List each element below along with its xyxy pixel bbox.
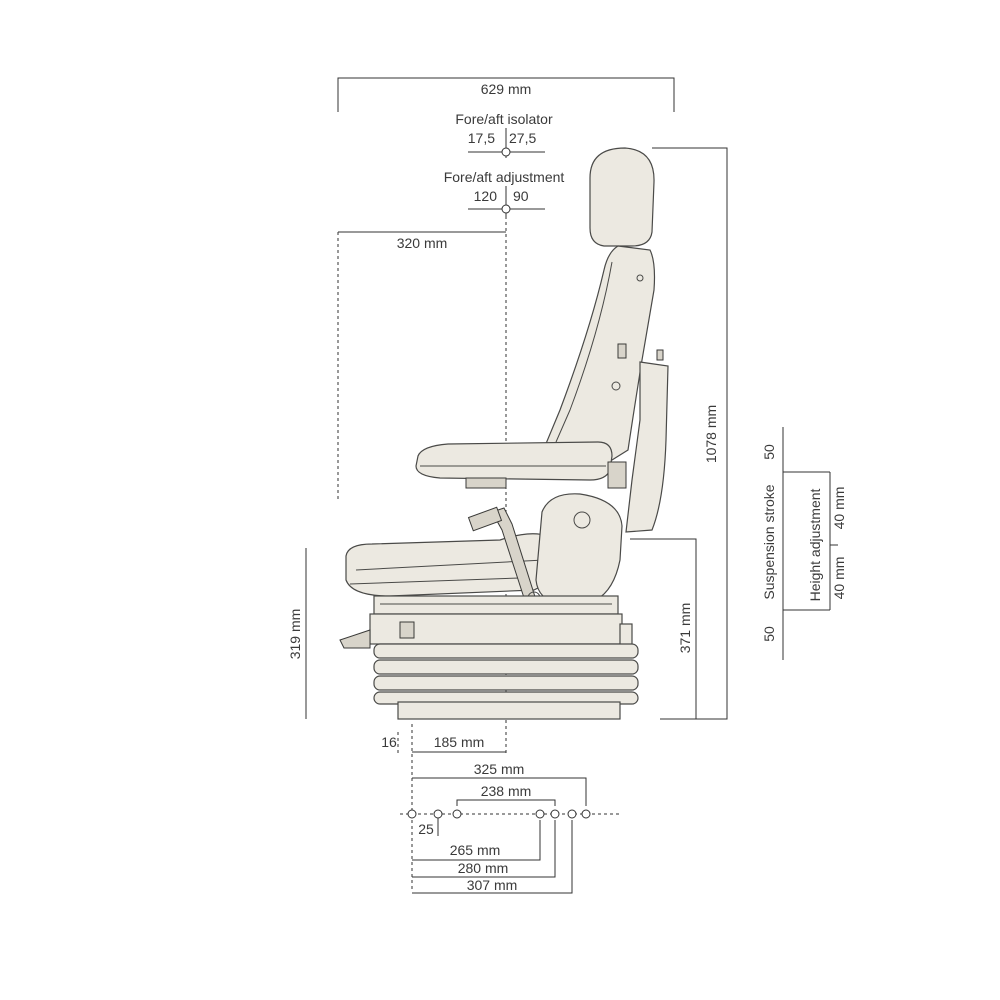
suspension-stroke-label: Suspension stroke bbox=[761, 484, 777, 599]
suspension-height-dimension: 371 mm bbox=[630, 538, 697, 719]
fore-aft-isolator-title: Fore/aft isolator bbox=[455, 111, 553, 127]
adjustment-left-value: 120 bbox=[474, 188, 498, 204]
backrest-rail bbox=[625, 361, 669, 533]
armrest bbox=[415, 441, 613, 481]
overall-height-label: 1078 mm bbox=[703, 405, 719, 463]
headrest bbox=[589, 147, 655, 247]
base-height-label: 319 mm bbox=[287, 609, 303, 660]
mounting-hole bbox=[452, 809, 462, 819]
mount-238-label: 238 mm bbox=[481, 783, 532, 799]
backrest bbox=[544, 245, 656, 461]
seat-illustration bbox=[339, 147, 669, 720]
offset-16-label: 16 bbox=[381, 734, 397, 750]
height-adjustment-upper-value: 40 mm bbox=[831, 487, 847, 530]
pivot-housing bbox=[535, 493, 623, 605]
slide-rail bbox=[373, 595, 619, 615]
mount-307-label: 307 mm bbox=[467, 877, 518, 893]
distance-185-label: 185 mm bbox=[434, 734, 485, 750]
adjustment-right-value: 90 bbox=[513, 188, 529, 204]
fore-aft-adjustment-title: Fore/aft adjustment bbox=[444, 169, 565, 185]
mount-265-label: 265 mm bbox=[450, 842, 501, 858]
isolator-center-marker bbox=[501, 147, 511, 157]
suspension-height-label: 371 mm bbox=[677, 603, 693, 654]
mounting-hole-pattern: 325 mm 238 mm 25 265 mm 280 mm 307 mm bbox=[400, 761, 620, 894]
mount-280-label: 280 mm bbox=[458, 860, 509, 876]
height-adjustment-label: Height adjustment bbox=[807, 488, 823, 601]
mounting-hole bbox=[550, 809, 560, 819]
mounting-hole bbox=[567, 809, 577, 819]
overall-depth-label: 629 mm bbox=[481, 81, 532, 97]
mount-25-label: 25 bbox=[418, 821, 434, 837]
adjustment-center-marker bbox=[501, 204, 511, 214]
bottom-offset-dimensions: 16 185 mm bbox=[381, 724, 506, 890]
mounting-hole bbox=[581, 809, 591, 819]
seat-base bbox=[397, 701, 621, 720]
stroke-upper-value: 50 bbox=[761, 444, 777, 460]
mounting-hole bbox=[535, 809, 545, 819]
mounting-hole bbox=[407, 809, 417, 819]
fore-aft-adjustment: Fore/aft adjustment 120 90 bbox=[444, 169, 565, 216]
overall-depth-dimension: 629 mm bbox=[337, 77, 675, 112]
mounting-hole bbox=[433, 809, 443, 819]
fore-aft-isolator: Fore/aft isolator 17,5 27,5 bbox=[455, 111, 553, 158]
stroke-adjustment-block: 50 Suspension stroke 50 Height adjustmen… bbox=[761, 427, 847, 660]
stroke-lower-value: 50 bbox=[761, 626, 777, 642]
suspension-bellows bbox=[373, 643, 639, 705]
mount-325-label: 325 mm bbox=[474, 761, 525, 777]
isolator-left-value: 17,5 bbox=[468, 130, 495, 146]
overall-height-dimension: 1078 mm bbox=[652, 147, 728, 720]
seat-reference-label: 320 mm bbox=[397, 235, 448, 251]
seat-reference-dimension: 320 mm bbox=[337, 216, 507, 755]
isolator-right-value: 27,5 bbox=[509, 130, 536, 146]
base-height-dimension: 319 mm bbox=[287, 548, 307, 719]
height-adjustment-lower-value: 40 mm bbox=[831, 557, 847, 600]
